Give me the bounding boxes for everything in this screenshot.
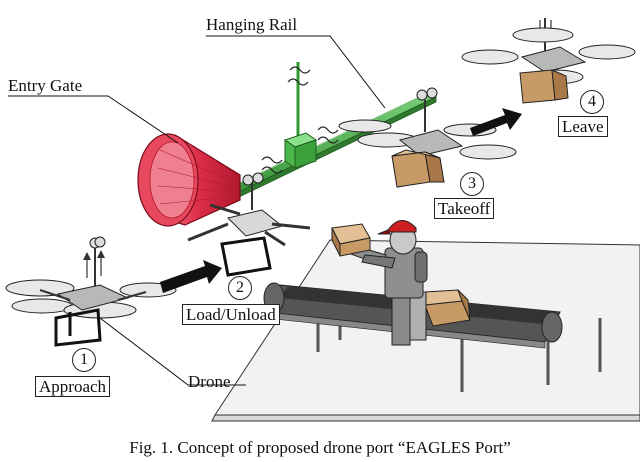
step-number-3: 3	[460, 172, 484, 196]
step-label-approach: Approach	[35, 376, 111, 397]
drone-loading	[187, 172, 311, 277]
drone-takeoff	[338, 87, 517, 188]
step-number-2: 2	[228, 276, 252, 300]
drone-leaving	[461, 18, 636, 104]
parcel-on-conveyor	[424, 289, 471, 327]
leader-drone	[99, 317, 246, 386]
step-number-4: 4	[580, 90, 604, 114]
figure-caption: Fig. 1. Concept of proposed drone port “…	[129, 438, 511, 457]
leader-hanging-rail	[206, 35, 386, 109]
label-drone: Drone	[188, 372, 231, 391]
label-entry-gate: Entry Gate	[8, 76, 83, 95]
drone-approaching	[5, 236, 177, 347]
step-number-1: 1	[72, 348, 96, 372]
flow-arrows	[160, 108, 522, 293]
step-label-load-unload: Load/Unload	[182, 304, 280, 325]
label-hanging-rail: Hanging Rail	[206, 15, 298, 34]
entry-gate-funnel	[137, 133, 241, 227]
step-label-takeoff: Takeoff	[434, 198, 495, 219]
leader-lines	[8, 35, 386, 386]
worker-figure	[331, 220, 428, 346]
arrow-takeoff-to-leave	[470, 108, 522, 136]
leader-entry-gate	[8, 95, 179, 144]
arrow-approach-to-load	[160, 260, 222, 293]
step-label-leave: Leave	[558, 116, 608, 137]
